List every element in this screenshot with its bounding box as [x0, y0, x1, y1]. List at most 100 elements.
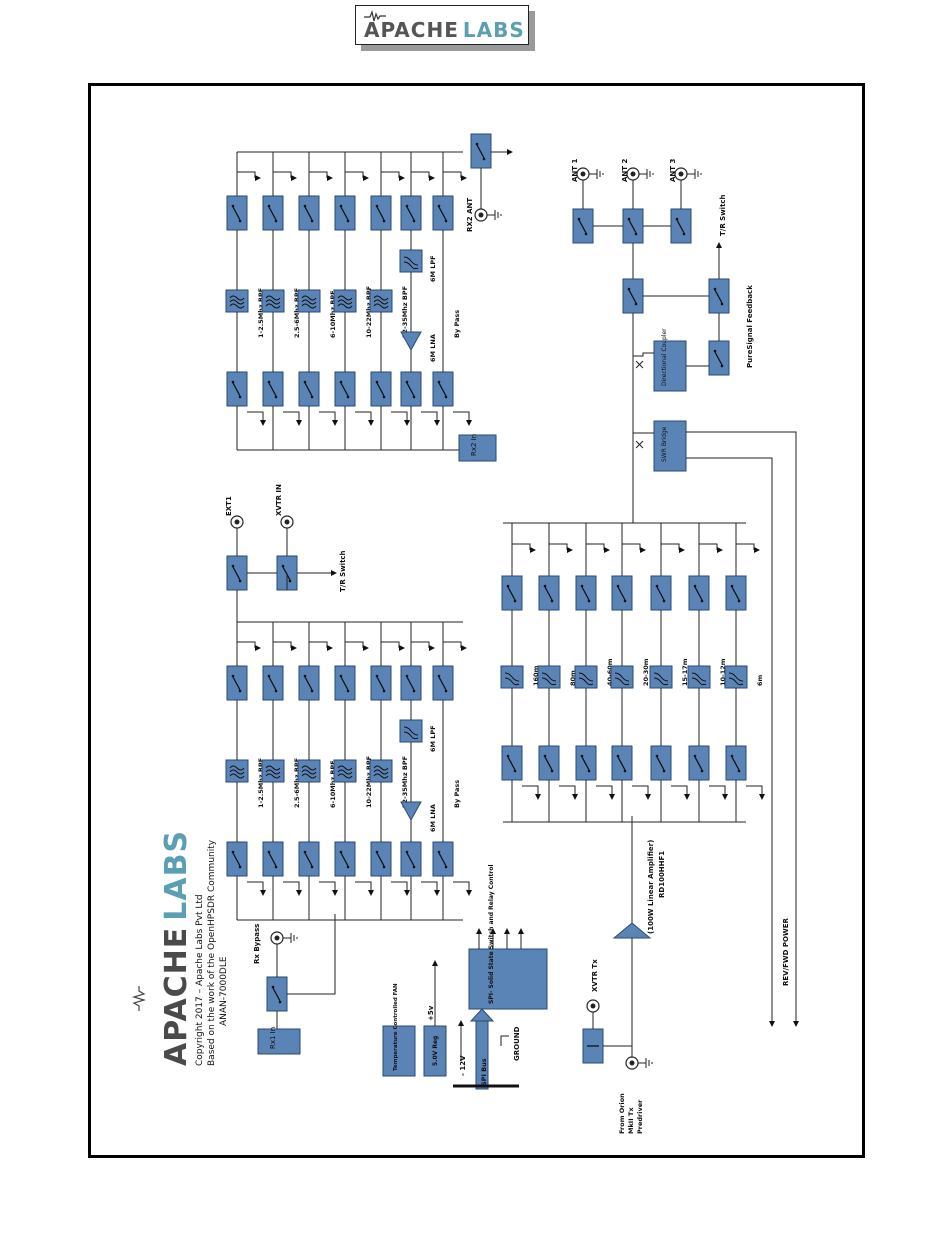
rx1-lpf-icon — [399, 719, 423, 743]
rx2-bottom-switch — [334, 371, 356, 407]
rx1-bottom-switch — [262, 841, 284, 877]
rx1-bpf-icon — [297, 759, 321, 783]
tx-lpf-top-switch — [575, 575, 597, 611]
rx2-top-switch — [432, 195, 454, 231]
model-text: ANAN-7000DLE — [219, 956, 229, 1026]
tx-lpf-bottom-switch — [575, 745, 597, 781]
rx2-top-switch — [334, 195, 356, 231]
rx1-lna-label: 6M LNA — [429, 804, 437, 832]
plus5-label: +5v — [427, 1005, 435, 1021]
rx1-top-switch — [226, 665, 248, 701]
temp-fan-label: Temperature Controlled FAN — [393, 983, 399, 1071]
puresignal-switch — [708, 340, 730, 376]
rx1-bottom-switch — [370, 841, 392, 877]
tx-lpf-band-label: 80m — [569, 670, 577, 686]
credits-block: APACHELABS Copyright 2017 – Apache Labs … — [159, 830, 229, 1066]
rx2-bpf-icon — [297, 289, 321, 313]
rx2-band-label: 6-10Mhz BPF — [329, 290, 337, 338]
rx1-bottom-switch — [432, 841, 454, 877]
rx-bypass-label: Rx Bypass — [253, 924, 261, 964]
rx-bypass-connector-icon — [270, 931, 284, 945]
rx1-band-label: 10-22Mhz BPF — [365, 756, 373, 808]
rx2-ant-connector-icon — [474, 208, 488, 222]
ant1-label: ANT 1 — [571, 159, 579, 182]
swr-bridge-label: SWR Bridge — [661, 426, 668, 462]
rx1-top-switch — [262, 665, 284, 701]
rx1-bottom-switch — [400, 841, 422, 877]
xvtr-tx-connector-icon — [586, 999, 600, 1013]
rx2-band-label: 10-22Mhz BPF — [365, 286, 373, 338]
tx-lpf-icon — [687, 665, 711, 689]
tx-lpf-bottom-switch — [501, 745, 523, 781]
rx1-bpf-icon — [225, 759, 249, 783]
power-amp-title: (100W Linear Amplifier) — [647, 840, 655, 934]
rx1-bpf-icon — [333, 759, 357, 783]
puresignal-label: PureSignal Feedback — [746, 285, 754, 368]
rx1-in-label: Rx1 In — [269, 1027, 277, 1049]
logo-light: LABS — [159, 830, 194, 921]
tx-lpf-band-label: 10-12m — [719, 658, 727, 686]
logo-dark: APACHE — [159, 927, 194, 1066]
xvtr-tx-label: XVTR Tx — [591, 959, 599, 992]
logo-waveform-icon — [131, 986, 147, 1011]
tx-lpf-icon — [574, 665, 598, 689]
tx-lpf-top-switch — [688, 575, 710, 611]
rx1-lpf-label: 6M LPF — [429, 725, 437, 752]
swr-bridge-block — [653, 420, 687, 472]
ext1-label: EXT1 — [225, 496, 233, 516]
ant2-switch — [622, 208, 644, 244]
rev-fwd-label: REV/FWD POWER — [782, 918, 790, 986]
ant1-switch — [572, 208, 594, 244]
tx-lpf-band-label: 20-30m — [642, 658, 650, 686]
ext1-switch — [226, 555, 248, 591]
rx2-bpf-icon — [225, 289, 249, 313]
rx1-top-switch — [400, 665, 422, 701]
from-orion-line1: From Orion — [618, 1093, 626, 1134]
temp-fan-block — [382, 1025, 416, 1077]
rx2-bpf-icon — [369, 289, 393, 313]
xvtr-in-connector-icon — [280, 515, 294, 529]
spi-control-line: SPI- Solid State Switch and Relay Contro… — [488, 864, 495, 1004]
ground-icon — [637, 1057, 653, 1069]
tr-feedback-switch — [708, 278, 730, 314]
rx1-band-label: 22-35Mhz BPF — [401, 756, 409, 808]
ant2-label: ANT 2 — [621, 159, 629, 182]
rx2-top-switch — [226, 195, 248, 231]
rx2-bottom-switch — [298, 371, 320, 407]
rx2-bypass-label: By Pass — [453, 310, 461, 338]
tx-rx-switch — [622, 278, 644, 314]
rx2-bottom-switch — [370, 371, 392, 407]
tx-lpf-icon — [610, 665, 634, 689]
rx1-bottom-switch — [334, 841, 356, 877]
rx1-top-switch — [298, 665, 320, 701]
rx1-top-switch — [334, 665, 356, 701]
directional-coupler-label: Directional Coupler — [661, 328, 668, 386]
tx-lpf-bottom-switch — [538, 745, 560, 781]
rx2-bottom-switch — [226, 371, 248, 407]
header-logo-dark: APACHE — [364, 18, 459, 42]
reg-label: 5.0V Reg — [432, 1036, 439, 1066]
rx2-bpf-icon — [261, 289, 285, 313]
rx1-top-switch — [370, 665, 392, 701]
from-orion-line3: Predriver — [636, 1099, 644, 1134]
spi-bus-label: SPI Bus — [480, 1058, 488, 1086]
ground-label: GROUND — [513, 1026, 521, 1061]
rx2-band-label: 22-35Mhz BPF — [401, 286, 409, 338]
tx-input-connector-icon — [625, 1056, 639, 1070]
rx2-band-label: 2.5-6Mhz BPF — [293, 288, 301, 338]
tx-lpf-bottom-switch — [688, 745, 710, 781]
rx1-lna-triangle — [400, 801, 422, 822]
rx2-in-label: Rx2 In — [470, 434, 478, 456]
spi-control-block — [468, 948, 548, 1010]
tx-lpf-top-switch — [725, 575, 747, 611]
spi-control-arrows — [476, 928, 524, 949]
rx-bypass-switch — [266, 976, 288, 1012]
ext1-connector-icon — [230, 515, 244, 529]
rx2-ant-label: RX2 ANT — [466, 198, 474, 232]
rx2-lpf-icon — [399, 249, 423, 273]
